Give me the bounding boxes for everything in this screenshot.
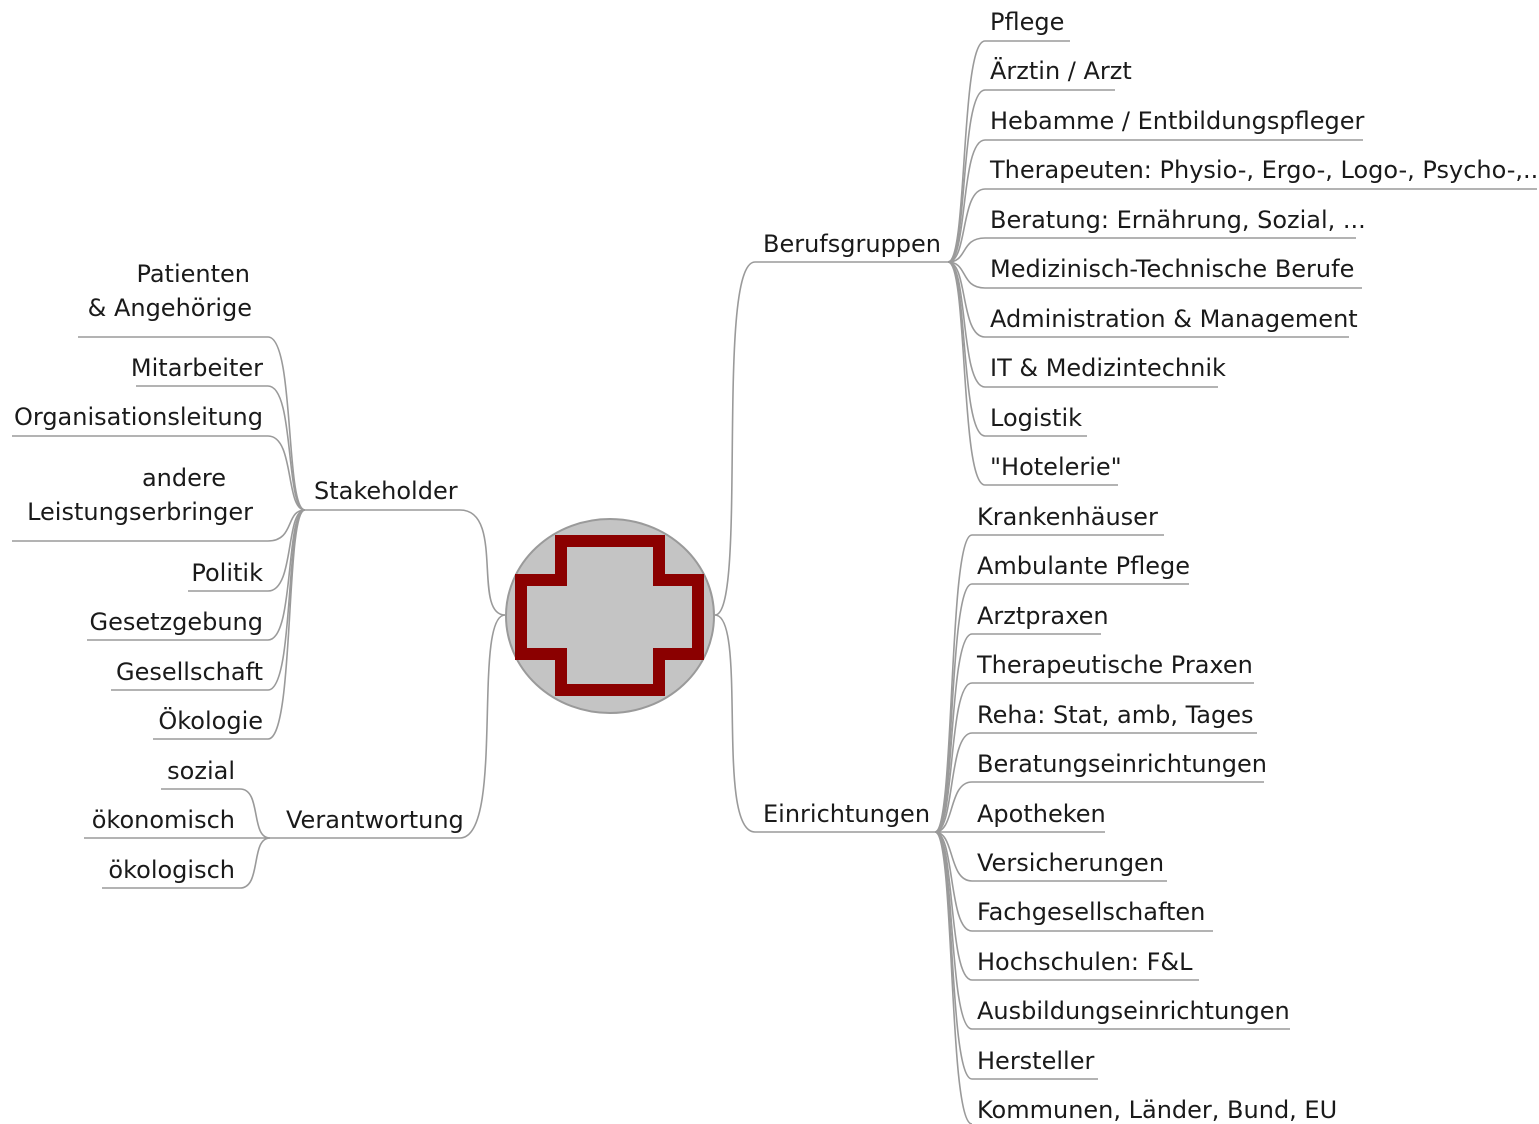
node-aerztin-arzt[interactable]: Ärztin / Arzt	[990, 56, 1132, 85]
einrichtungen-connectors	[934, 534, 973, 1124]
node-kommunen[interactable]: Kommunen, Länder, Bund, EU	[977, 1096, 1337, 1124]
node-logistik[interactable]: Logistik	[990, 404, 1082, 432]
node-ambulante-pflege[interactable]: Ambulante Pflege	[977, 552, 1190, 580]
node-politik[interactable]: Politik	[191, 559, 263, 587]
stakeholder-connectors	[267, 336, 306, 740]
node-gesetzgebung[interactable]: Gesetzgebung	[89, 608, 263, 636]
node-therapeuten[interactable]: Therapeuten: Physio-, Ergo-, Logo-, Psyc…	[989, 156, 1539, 184]
node-andere-line1[interactable]: andere	[142, 464, 226, 492]
branch-stakeholder-label[interactable]: Stakeholder	[314, 477, 458, 505]
einrichtungen-underlines	[972, 534, 1290, 1080]
node-patienten-line1[interactable]: Patienten	[136, 260, 250, 288]
node-pflege[interactable]: Pflege	[990, 8, 1064, 36]
node-patienten-line2[interactable]: & Angehörige	[88, 294, 252, 322]
node-oekonomisch[interactable]: ökonomisch	[92, 806, 235, 834]
center-connectors	[459, 261, 756, 839]
node-hotelerie[interactable]: "Hotelerie"	[990, 453, 1122, 481]
branch-einrichtungen-label[interactable]: Einrichtungen	[763, 800, 930, 828]
node-sozial[interactable]: sozial	[167, 757, 235, 785]
node-andere-line2[interactable]: Leistungserbringer	[27, 498, 253, 526]
berufsgruppen-underlines	[985, 40, 1537, 486]
node-ausbildungseinrichtungen[interactable]: Ausbildungseinrichtungen	[977, 997, 1290, 1025]
node-oekologie[interactable]: Ökologie	[158, 706, 263, 735]
node-administration[interactable]: Administration & Management	[990, 305, 1358, 333]
branch-verantwortung-label[interactable]: Verantwortung	[286, 806, 464, 834]
node-oekologisch[interactable]: ökologisch	[108, 856, 235, 884]
stakeholder-underlines	[12, 336, 268, 740]
node-beratungseinrichtungen[interactable]: Beratungseinrichtungen	[977, 750, 1267, 778]
berufsgruppen-connectors	[947, 40, 986, 486]
node-hersteller[interactable]: Hersteller	[977, 1047, 1094, 1075]
node-beratung[interactable]: Beratung: Ernährung, Sozial, ...	[990, 206, 1366, 234]
verantwortung-children: sozial ökonomisch ökologisch	[92, 757, 235, 884]
node-reha[interactable]: Reha: Stat, amb, Tages	[977, 701, 1254, 729]
node-krankenhaeuser[interactable]: Krankenhäuser	[977, 503, 1158, 531]
main-branch-underlines	[270, 261, 948, 839]
verantwortung-connectors	[239, 788, 271, 889]
node-med-tech-berufe[interactable]: Medizinisch-Technische Berufe	[990, 255, 1354, 283]
branch-berufsgruppen-label[interactable]: Berufsgruppen	[763, 230, 941, 258]
node-apotheken[interactable]: Apotheken	[977, 800, 1106, 828]
einrichtungen-children: Krankenhäuser Ambulante Pflege Arztpraxe…	[976, 503, 1337, 1124]
node-arztpraxen[interactable]: Arztpraxen	[977, 602, 1109, 630]
node-fachgesellschaften[interactable]: Fachgesellschaften	[977, 898, 1205, 926]
node-organisationsleitung[interactable]: Organisationsleitung	[14, 403, 263, 431]
node-therapeutische-praxen[interactable]: Therapeutische Praxen	[976, 651, 1253, 679]
node-hebamme[interactable]: Hebamme / Entbildungspfleger	[990, 107, 1364, 135]
center-node[interactable]	[505, 518, 715, 714]
node-it-medizintechnik[interactable]: IT & Medizintechnik	[990, 354, 1226, 382]
red-cross-icon	[515, 535, 704, 696]
node-hochschulen[interactable]: Hochschulen: F&L	[977, 948, 1193, 976]
node-versicherungen[interactable]: Versicherungen	[977, 849, 1164, 877]
node-gesellschaft[interactable]: Gesellschaft	[116, 658, 263, 686]
verantwortung-underlines	[84, 788, 240, 889]
berufsgruppen-children: Pflege Ärztin / Arzt Hebamme / Entbildun…	[989, 8, 1539, 481]
stakeholder-children: Patienten & Angehörige Mitarbeiter Organ…	[14, 260, 263, 735]
node-mitarbeiter[interactable]: Mitarbeiter	[131, 354, 263, 382]
